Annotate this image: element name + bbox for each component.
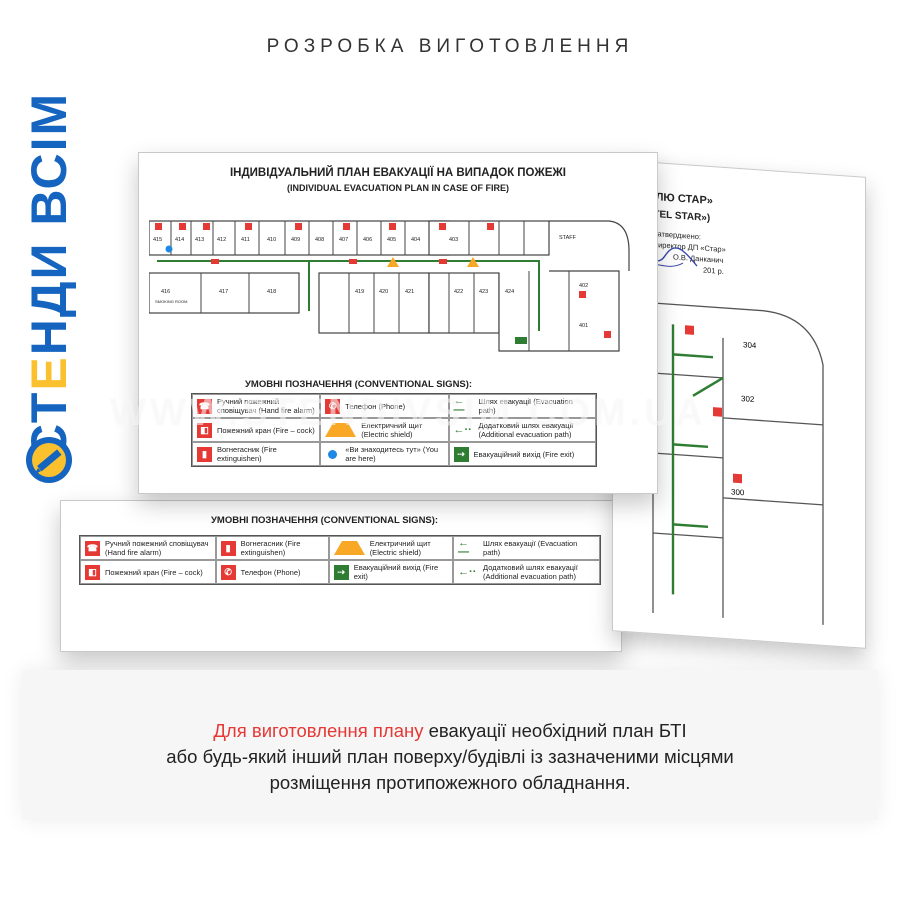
electric-shield-icon [325, 423, 357, 437]
room-number: 415 [153, 237, 162, 243]
brand-accent-letter: Е [21, 355, 77, 391]
evacuation-path-icon: ←— [458, 537, 470, 558]
legend-table: ☎Ручний пожежний сповіщувач (Hand fire a… [191, 393, 597, 467]
legend-item: ←··Додатковий шлях евакуації (Additional… [453, 560, 600, 584]
room-number: 422 [454, 289, 463, 295]
brand-wordmark: СТЕНДИ ВСІМ [21, 91, 77, 460]
room-number: 402 [579, 283, 588, 289]
room-number: 304 [743, 340, 757, 350]
legend-item: ←—Шлях евакуації (Evacuation path) [448, 394, 596, 418]
fire-cock-icon: ◧ [197, 422, 212, 438]
room-number: 413 [195, 237, 204, 243]
legend-item: ⇢Евакуаційний вихід (Fire exit) [328, 560, 454, 584]
legend-item: ✆Телефон (Phone) [215, 560, 329, 584]
back-legend-title: УМОВНІ ПОЗНАЧЕННЯ (CONVENTIONAL SIGNS): [211, 515, 439, 526]
additional-path-icon: ←·· [453, 423, 472, 436]
room-number: 424 [505, 289, 514, 295]
room-number: 414 [175, 237, 184, 243]
legend-item: Електричний щит (Electric shield) [328, 536, 454, 560]
phone-icon: ✆ [325, 398, 341, 414]
back-legend-table: ☎Ручний пожежний сповіщувач (Hand fire a… [79, 535, 601, 585]
plan-subtitle: (INDIVIDUAL EVACUATION PLAN IN CASE OF F… [286, 183, 509, 193]
fire-exit-icon: ⇢ [333, 564, 349, 580]
fire-exit-icon: ⇢ [453, 446, 469, 462]
watermark: WWW.STENDIVSIM.COM.UA [110, 392, 707, 434]
room-number: 417 [219, 289, 228, 295]
brand-logo: СТЕНДИ ВСІМ [18, 40, 80, 483]
phone-icon [733, 473, 742, 484]
room-number: 404 [411, 237, 420, 243]
approved-label: Затверджено: [653, 228, 702, 242]
floor-plan-right: 304 302 300 [652, 302, 824, 625]
room-number: 423 [479, 289, 488, 295]
room-number: 407 [339, 237, 348, 243]
front-board: ІНДИВІДУАЛЬНИЙ ПЛАН ЕВАКУАЦІЇ НА ВИПАДОК… [138, 152, 658, 494]
legend-item: ☎Ручний пожежний сповіщувач (Hand fire a… [80, 536, 216, 560]
page-heading: РОЗРОБКА ВИГОТОВЛЕННЯ [266, 36, 634, 57]
legend-item: ◧Пожежний кран (Fire – cock) [192, 418, 321, 442]
room-number: 409 [291, 237, 300, 243]
room-number: 418 [267, 289, 276, 295]
room-number: 411 [241, 237, 250, 243]
room-number: 419 [355, 289, 364, 295]
you-are-here-marker [165, 245, 173, 253]
legend-item: ▮Вогнегасник (Fire extinguishen) [192, 442, 321, 466]
legend-item: ←··Додатковий шлях евакуації (Additional… [448, 418, 596, 442]
room-number: 416 [161, 289, 170, 295]
room-label: STAFF [559, 235, 577, 241]
approval-year: 201 р. [703, 265, 724, 276]
floor-plan: 415 414 413 412 411 410 409 408 407 406 … [149, 220, 630, 352]
room-number: 406 [363, 237, 372, 243]
caption-highlight: Для виготовлення плану [213, 720, 424, 741]
room-number: 300 [731, 487, 745, 497]
legend-item: «Ви знаходитесь тут» (You are here) [320, 442, 449, 466]
fire-alarm-icon: ☎ [197, 398, 212, 414]
legend-item: ←—Шлях евакуації (Evacuation path) [453, 536, 600, 560]
additional-path-icon: ←·· [458, 565, 477, 578]
back-board: УМОВНІ ПОЗНАЧЕННЯ (CONVENTIONAL SIGNS): … [60, 500, 622, 652]
pencil-icon [26, 437, 72, 483]
legend-item: ⇢Евакуаційний вихід (Fire exit) [448, 442, 596, 466]
room-number: 408 [315, 237, 324, 243]
legend-item: ✆Телефон (Phone) [320, 394, 449, 418]
legend-item: ☎Ручний пожежний сповіщувач (Hand fire a… [192, 394, 321, 418]
room-number: 412 [217, 237, 226, 243]
room-number: 420 [379, 289, 388, 295]
phone-icon: ✆ [220, 564, 236, 580]
plan-title: ІНДИВІДУАЛЬНИЙ ПЛАН ЕВАКУАЦІЇ НА ВИПАДОК… [229, 167, 567, 179]
room-number: 421 [405, 289, 414, 295]
electric-shield-icon [333, 541, 365, 555]
extinguisher-icon: ▮ [197, 446, 212, 462]
room-number: 401 [579, 323, 588, 329]
caption-text: Для виготовлення плану евакуації необхід… [166, 720, 734, 793]
legend-title: УМОВНІ ПОЗНАЧЕННЯ (CONVENTIONAL SIGNS): [245, 379, 473, 390]
room-number: 410 [267, 237, 276, 243]
fire-cock-icon: ◧ [85, 564, 100, 580]
room-number: 405 [387, 237, 396, 243]
room-number: 302 [741, 394, 755, 404]
extinguisher-icon: ▮ [220, 540, 236, 556]
fire-alarm-icon: ☎ [85, 540, 100, 556]
room-number: 403 [449, 237, 458, 243]
you-are-here-icon [328, 449, 338, 459]
legend-item: ▮Вогнегасник (Fire extinguishen) [215, 536, 329, 560]
extinguisher-icon [713, 407, 722, 417]
room-label: SMOKING ROOM [155, 299, 187, 304]
legend-item: Електричний щит (Electric shield) [320, 418, 449, 442]
caption-panel: Для виготовлення плану евакуації необхід… [22, 670, 878, 820]
fire-exit-icon [515, 337, 527, 344]
evacuation-path-icon: ←— [453, 395, 465, 416]
legend-item: ◧Пожежний кран (Fire – cock) [80, 560, 216, 584]
phone-icon [685, 325, 694, 335]
